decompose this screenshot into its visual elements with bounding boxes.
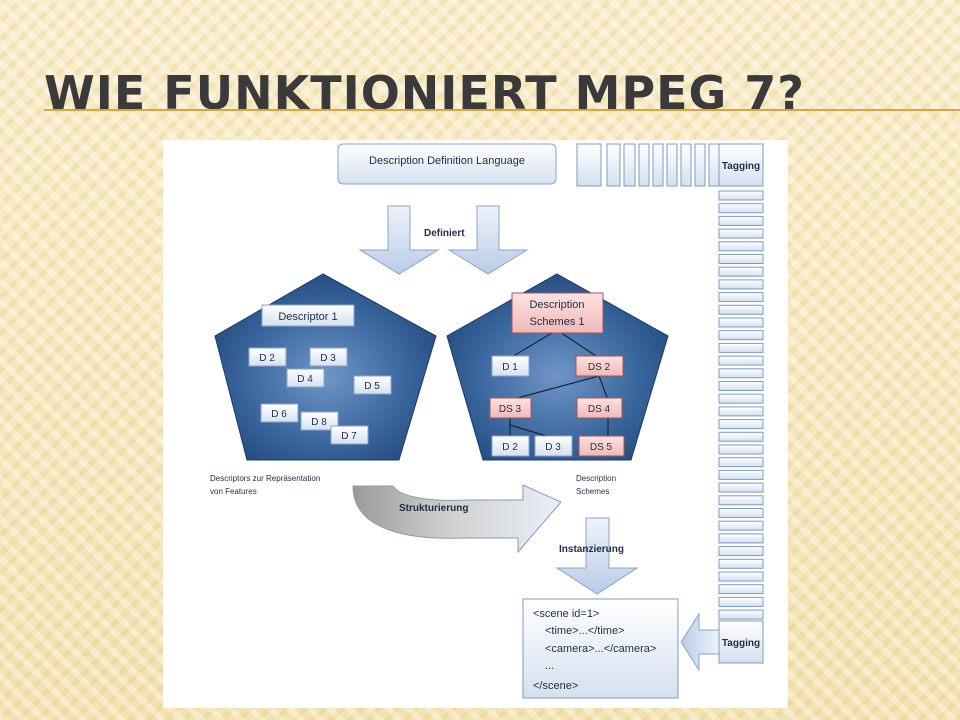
xml-line-3: <camera>...</camera> [545, 643, 656, 655]
tagging-slat [718, 368, 764, 379]
diagram-panel: Description Definition Language Tagging … [163, 140, 788, 708]
strukturierung-arrow [352, 484, 562, 554]
instanzierung-arrow [555, 517, 639, 595]
scheme-ds4: DS 4 [576, 397, 623, 419]
descriptor-d2: D 2 [248, 347, 287, 367]
svg-text:D 8: D 8 [311, 417, 327, 428]
tagging-slat [718, 520, 764, 531]
ddl-label: Description Definition Language [369, 155, 525, 167]
descriptor-d3: D 3 [309, 347, 348, 367]
tagging-top-label: Tagging [722, 161, 760, 172]
tagging-slat [718, 355, 764, 366]
svg-text:D 4: D 4 [297, 374, 313, 385]
description-schemes-1-box: Description Schemes 1 [511, 292, 604, 334]
tagging-column [718, 190, 764, 620]
svg-text:Schemes 1: Schemes 1 [529, 316, 584, 328]
schemes-caption-2: Schemes [576, 487, 609, 496]
tagging-slat [718, 254, 764, 264]
tagging-box-bottom: Tagging [718, 620, 764, 664]
tagging-slat [718, 215, 764, 226]
tagging-slat [718, 279, 764, 290]
tagging-slat [718, 241, 764, 252]
tagging-slat [718, 393, 764, 404]
tagging-slat [718, 317, 764, 328]
tagging-slat [718, 571, 764, 582]
tagging-slat [718, 469, 764, 480]
definiert-label: Definiert [424, 228, 465, 239]
descriptor-d8: D 8 [300, 411, 339, 431]
descriptors-caption-1: Descriptors zur Repräsentation [210, 474, 320, 483]
descriptors-pentagon [214, 273, 437, 461]
ddl-box: Description Definition Language [337, 143, 557, 185]
tagging-slat [718, 342, 764, 353]
xml-line-5: </scene> [533, 680, 578, 692]
tagging-arrow-left [680, 612, 720, 672]
tagging-slat [718, 609, 764, 620]
scheme-ds2: DS 2 [575, 355, 624, 377]
svg-text:D 5: D 5 [364, 381, 380, 392]
tagging-slat [718, 190, 764, 201]
svg-text:Description: Description [529, 299, 584, 311]
tagging-slat [718, 596, 764, 607]
tagging-slat [718, 203, 764, 214]
tagging-slat [718, 546, 764, 557]
svg-text:DS 3: DS 3 [499, 404, 522, 415]
tagging-slat [718, 508, 764, 518]
tagging-slat [718, 457, 764, 468]
scheme-ds3: DS 3 [489, 397, 532, 419]
xml-line-4: ... [545, 660, 554, 672]
svg-text:DS 2: DS 2 [588, 362, 611, 373]
descriptors-caption-2: von Features [210, 487, 257, 496]
scheme-d3: D 3 [534, 435, 573, 457]
tagging-slat [718, 406, 764, 417]
tagging-slat [718, 431, 764, 442]
tagging-slat [718, 482, 764, 493]
svg-text:D 7: D 7 [341, 431, 357, 442]
tagging-slat [718, 330, 764, 341]
tagging-slat [718, 533, 764, 544]
tagging-slat [718, 304, 764, 315]
tagging-slat [718, 584, 764, 595]
tagging-slat [718, 292, 764, 303]
svg-text:D 3: D 3 [320, 353, 336, 364]
tagging-slat [718, 444, 764, 455]
definiert-arrow-right [447, 205, 529, 275]
tagging-bottom-label: Tagging [722, 638, 760, 649]
scheme-d1: D 1 [491, 355, 530, 377]
svg-text:D 2: D 2 [502, 442, 518, 453]
descriptor-d4: D 4 [286, 368, 325, 388]
descriptor-d6: D 6 [260, 403, 299, 423]
schemes-caption-1: Description [576, 474, 616, 483]
svg-text:D 1: D 1 [502, 362, 518, 373]
scheme-d2: D 2 [491, 435, 530, 457]
svg-text:Descriptor 1: Descriptor 1 [278, 311, 337, 323]
tagging-slat [718, 558, 764, 569]
instanzierung-label: Instanzierung [559, 544, 624, 555]
descriptor-1-box: Descriptor 1 [261, 304, 355, 327]
definiert-arrow-left [358, 205, 440, 275]
xml-line-1: <scene id=1> [533, 608, 599, 620]
strukturierung-label: Strukturierung [399, 503, 468, 514]
slide-title: Wie funktioniert MPEG 7? [44, 66, 805, 120]
descriptor-d5: D 5 [353, 375, 392, 395]
tagging-slat [718, 495, 764, 506]
svg-text:DS 4: DS 4 [588, 404, 611, 415]
svg-text:D 2: D 2 [259, 353, 275, 364]
tagging-strip-top: Tagging [576, 143, 764, 187]
descriptor-d7: D 7 [330, 425, 369, 445]
tagging-slat [718, 381, 764, 391]
diagram-svg: Description Definition Language Tagging … [210, 143, 764, 699]
scheme-ds5: DS 5 [578, 435, 625, 457]
svg-text:D 6: D 6 [271, 409, 287, 420]
xml-instance-box: <scene id=1> <time>...</time> <camera>..… [522, 598, 679, 699]
tagging-slat [718, 266, 764, 277]
tagging-slat [718, 228, 764, 239]
xml-line-2: <time>...</time> [545, 625, 624, 637]
tagging-slat [718, 419, 764, 430]
scheme-connectors [509, 329, 609, 439]
title-underline [44, 109, 960, 111]
svg-text:DS 5: DS 5 [590, 442, 613, 453]
svg-text:D 3: D 3 [545, 442, 561, 453]
